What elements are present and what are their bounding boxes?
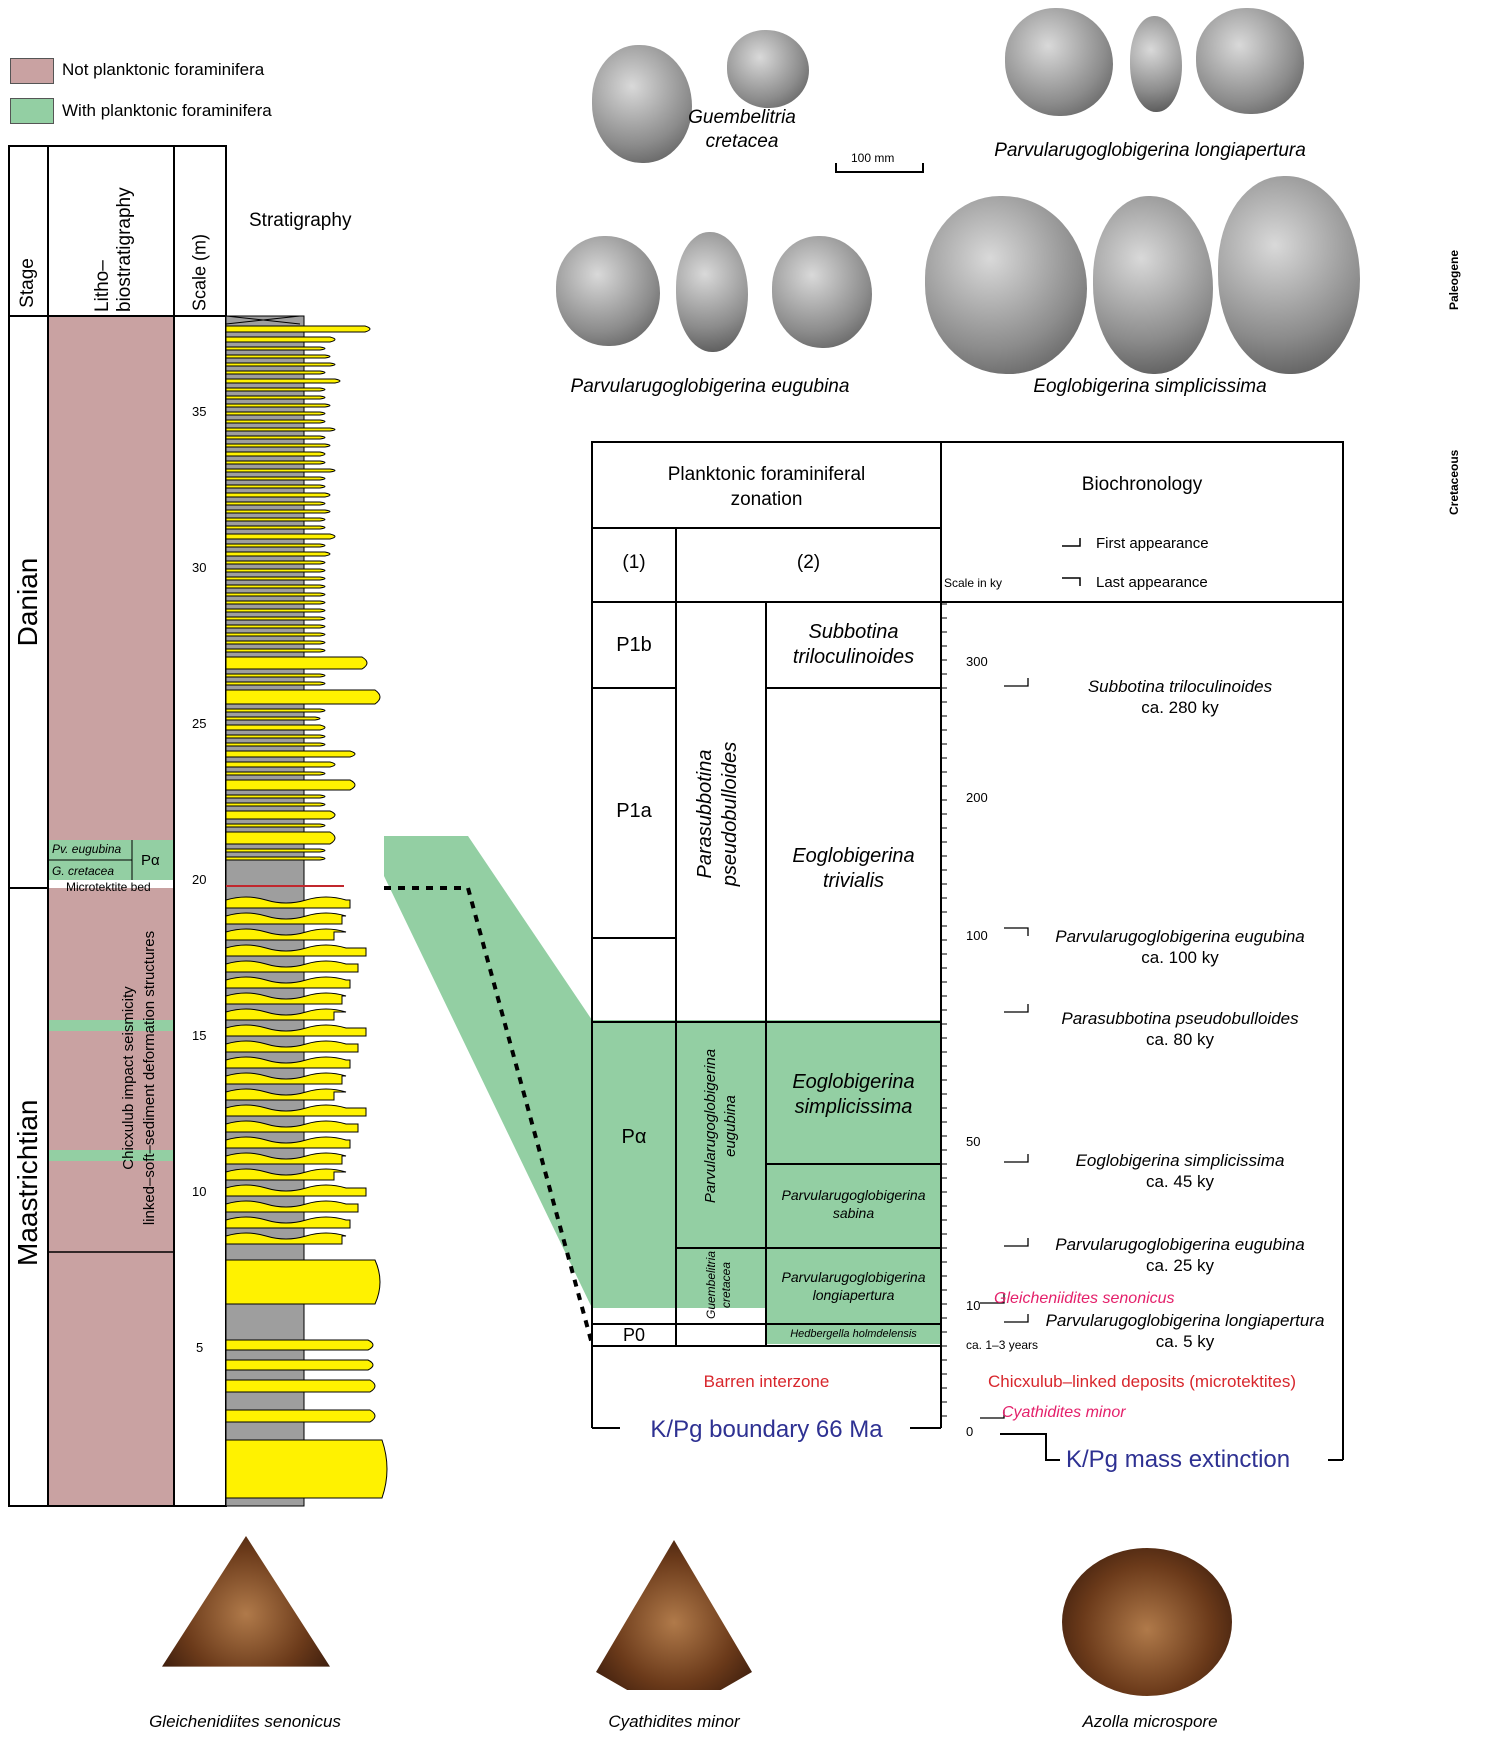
event-1-name: Subbotina triloculinoides xyxy=(1030,676,1330,697)
event-4-age: ca. 45 ky xyxy=(1030,1171,1330,1192)
zone-longiapertura: Parvularugoglobigerina longiapertura xyxy=(766,1268,941,1304)
biochron-header: Biochronology xyxy=(941,474,1343,496)
kpg-boundary: K/Pg boundary 66 Ma xyxy=(592,1416,941,1444)
zone-parasubbotina: Parasubbotina pseudobulloides xyxy=(693,664,749,964)
event-5-age: ca. 25 ky xyxy=(1030,1255,1330,1276)
event-5-name: Parvularugoglobigerina eugubina xyxy=(1030,1234,1330,1255)
ky-tick-200: 200 xyxy=(966,790,988,805)
event-4-name: Eoglobigerina simplicissima xyxy=(1030,1150,1330,1171)
event-3-age: ca. 80 ky xyxy=(1030,1029,1330,1050)
event-1-age: ca. 280 ky xyxy=(1030,697,1330,718)
ky-tick-0: 0 xyxy=(966,1424,973,1439)
gleichenia-first: Gleicheniidites senonicus xyxy=(994,1290,1175,1308)
event-6: Parvularugoglobigerina longiapertura ca.… xyxy=(1030,1310,1340,1352)
zonation-col2: (2) xyxy=(676,552,941,574)
zone-p1b: P1b xyxy=(592,634,676,657)
zone-p1a: P1a xyxy=(592,800,676,823)
zone-barren: Barren interzone xyxy=(592,1372,941,1392)
zone-p0: P0 xyxy=(592,1325,676,1346)
event-3-name: Parasubbotina pseudobulloides xyxy=(1030,1008,1330,1029)
event-1: Subbotina triloculinoides ca. 280 ky xyxy=(1030,676,1330,718)
ky-tick-50: 50 xyxy=(966,1134,980,1149)
zone-subbotina: Subbotina triloculinoides xyxy=(766,620,941,670)
caption-gleichenia: Gleichenidiites senonicus xyxy=(120,1712,370,1732)
zonation-col1: (1) xyxy=(592,552,676,574)
zone-palpha: Pα xyxy=(592,1126,676,1149)
ca-years: ca. 1–3 years xyxy=(966,1338,1038,1352)
scale-in-ky: Scale in ky xyxy=(944,576,1002,590)
event-2-name: Parvularugoglobigerina eugubina xyxy=(1030,926,1330,947)
zone-guembelitria: Guembelitria cretacea xyxy=(704,1220,738,1350)
event-3: Parasubbotina pseudobulloides ca. 80 ky xyxy=(1030,1008,1330,1050)
first-appearance: First appearance xyxy=(1096,535,1209,552)
event-2-age: ca. 100 ky xyxy=(1030,947,1330,968)
caption-cyathidites: Cyathidites minor xyxy=(574,1712,774,1732)
event-6-name: Parvularugoglobigerina longiapertura xyxy=(1030,1310,1340,1331)
ky-tick-300: 300 xyxy=(966,654,988,669)
spore-azolla-image xyxy=(1062,1548,1232,1696)
zone-sabina: Parvularugoglobigerina sabina xyxy=(766,1186,941,1222)
zonation-header: Planktonic foraminiferal zonation xyxy=(592,462,941,512)
chicxulub-deposits: Chicxulub–linked deposits (microtektites… xyxy=(941,1372,1343,1392)
event-6-age: ca. 5 ky xyxy=(1030,1331,1340,1352)
ky-tick-100: 100 xyxy=(966,928,988,943)
kpg-extinction: K/Pg mass extinction xyxy=(1066,1446,1336,1474)
zone-eoglob-simplicissima: Eoglobigerina simplicissima xyxy=(766,1070,941,1120)
zone-eoglob-trivialis: Eoglobigerina trivialis xyxy=(766,844,941,894)
event-2: Parvularugoglobigerina eugubina ca. 100 … xyxy=(1030,926,1330,968)
event-4: Eoglobigerina simplicissima ca. 45 ky xyxy=(1030,1150,1330,1192)
cyathidites-first: Cyathidites minor xyxy=(1002,1404,1126,1422)
last-appearance: Last appearance xyxy=(1096,574,1208,591)
zone-hedbergella: Hedbergella holmdelensis xyxy=(766,1328,941,1340)
caption-azolla: Azolla microspore xyxy=(1050,1712,1250,1732)
ky-tick-10: 10 xyxy=(966,1298,980,1313)
event-5: Parvularugoglobigerina eugubina ca. 25 k… xyxy=(1030,1234,1330,1276)
